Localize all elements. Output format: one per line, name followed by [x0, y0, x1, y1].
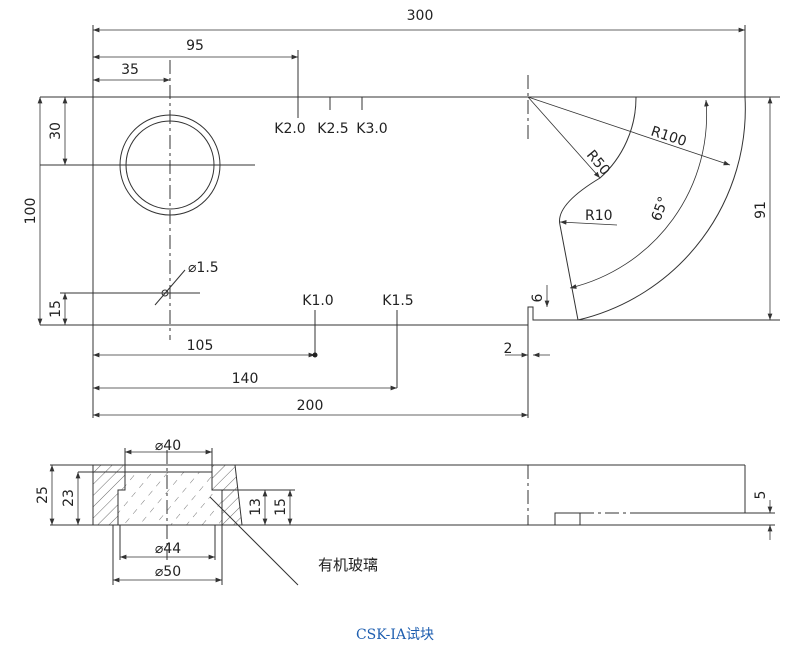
- material-label: 有机玻璃: [318, 556, 378, 574]
- k-mark-3-0: K3.0: [356, 121, 387, 137]
- dim-300: 300: [407, 8, 434, 24]
- top-view: 300 95 35 30 100 15 105 140 200 91 6 2 K…: [23, 8, 780, 418]
- dim-15: 15: [48, 300, 64, 318]
- dim-23: 23: [61, 489, 77, 507]
- dim-13: 13: [248, 498, 264, 516]
- dim-5: 5: [753, 491, 769, 500]
- radius-r100: R100: [649, 124, 689, 150]
- hole-diameter: ⌀1.5: [188, 260, 219, 276]
- figure-caption: CSK-ⅠA试块: [355, 627, 435, 643]
- angle-65: 65°: [649, 195, 673, 224]
- dim-15-side: 15: [273, 498, 289, 516]
- dim-200: 200: [297, 398, 324, 414]
- dim-2: 2: [504, 341, 513, 357]
- radius-r10: R10: [585, 208, 613, 224]
- dim-91: 91: [753, 201, 769, 219]
- dim-35: 35: [121, 62, 139, 78]
- k-mark-1-5: K1.5: [382, 293, 413, 309]
- dim-25: 25: [35, 486, 51, 504]
- k-mark-2-0: K2.0: [274, 121, 305, 137]
- radius-r50: R50: [583, 147, 613, 178]
- dim-dia44: ⌀44: [155, 541, 181, 557]
- dim-140: 140: [232, 371, 259, 387]
- k-mark-1-0: K1.0: [302, 293, 333, 309]
- dim-6: 6: [530, 293, 546, 302]
- dim-105: 105: [187, 338, 214, 354]
- dim-30: 30: [48, 122, 64, 140]
- dim-dia50: ⌀50: [155, 564, 181, 580]
- dim-dia40: ⌀40: [155, 438, 181, 454]
- dim-95: 95: [186, 38, 204, 54]
- side-view: ⌀40 ⌀44 ⌀50 25 23 13 15 5 有机玻璃: [35, 438, 775, 586]
- dim-100: 100: [23, 198, 39, 225]
- k-mark-2-5: K2.5: [317, 121, 348, 137]
